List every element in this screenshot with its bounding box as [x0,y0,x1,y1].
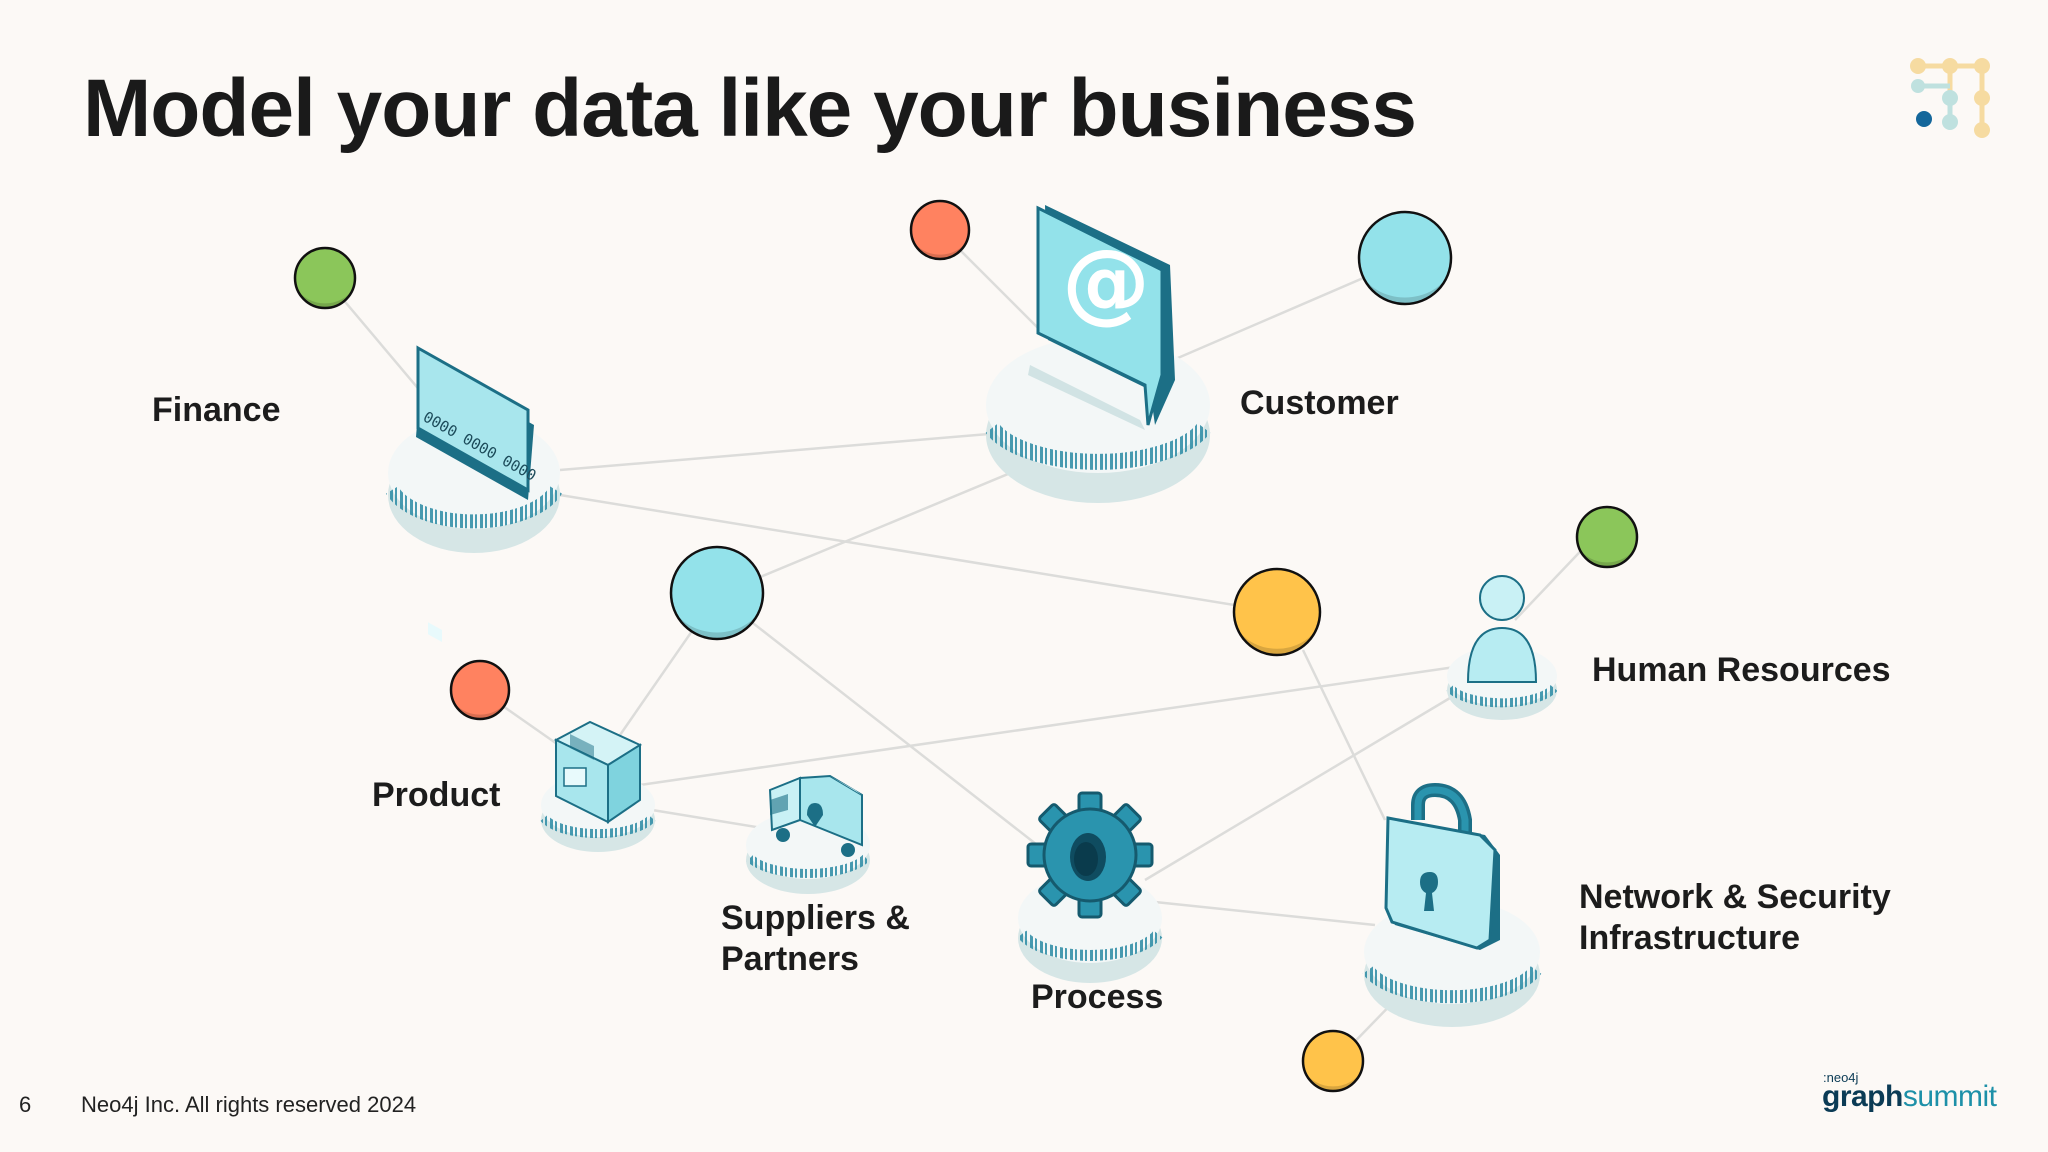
label-suppliers-line1: Suppliers & [721,899,910,937]
label-product: Product [372,776,501,814]
label-customer: Customer [1240,384,1399,422]
label-human-resources: Human Resources [1592,651,1891,689]
slide-title: Model your data like your business [83,63,1417,154]
node-product-orange [449,659,511,721]
graph-nodes [293,199,1639,1093]
label-network-security: Network & Security Infrastructure [1579,877,1891,959]
gear-icon [1026,791,1154,919]
label-process: Process [1031,978,1164,1016]
package-box-icon [553,720,643,824]
email-speech-bubble-icon: @ [1028,205,1175,430]
person-icon [1466,575,1538,683]
platform-suppliers [746,811,870,894]
label-network-line2: Infrastructure [1579,919,1801,957]
page-number: 6 [19,1092,32,1117]
label-suppliers-line2: Partners [721,940,859,978]
brand-prefix: :neo4j [1823,1070,1859,1085]
padlock-icon [1384,782,1500,950]
credit-card-icon: 0000 0000 0000 [416,345,539,643]
node-network-yellow [1301,1029,1365,1093]
label-network-line1: Network & Security [1579,878,1891,916]
node-customer-orange [909,199,971,261]
brand-logo: graphsummit [1822,1080,1997,1114]
brand-name-light: summit [1902,1080,1997,1113]
label-finance: Finance [152,391,281,429]
node-center-cyan [669,545,765,641]
node-center-yellow [1232,567,1322,657]
graph-dots-logo-icon [1910,58,1990,138]
node-shading [297,240,1635,1091]
brand-name-bold: graph [1822,1080,1903,1113]
node-finance-green [293,246,357,310]
svg-text:@: @ [1062,230,1150,333]
copyright-text: Neo4j Inc. All rights reserved 2024 [81,1092,417,1117]
delivery-truck-icon [768,774,863,857]
node-customer-cyan [1357,210,1453,306]
label-suppliers-partners: Suppliers & Partners [721,898,910,980]
node-hr-green [1575,505,1639,569]
